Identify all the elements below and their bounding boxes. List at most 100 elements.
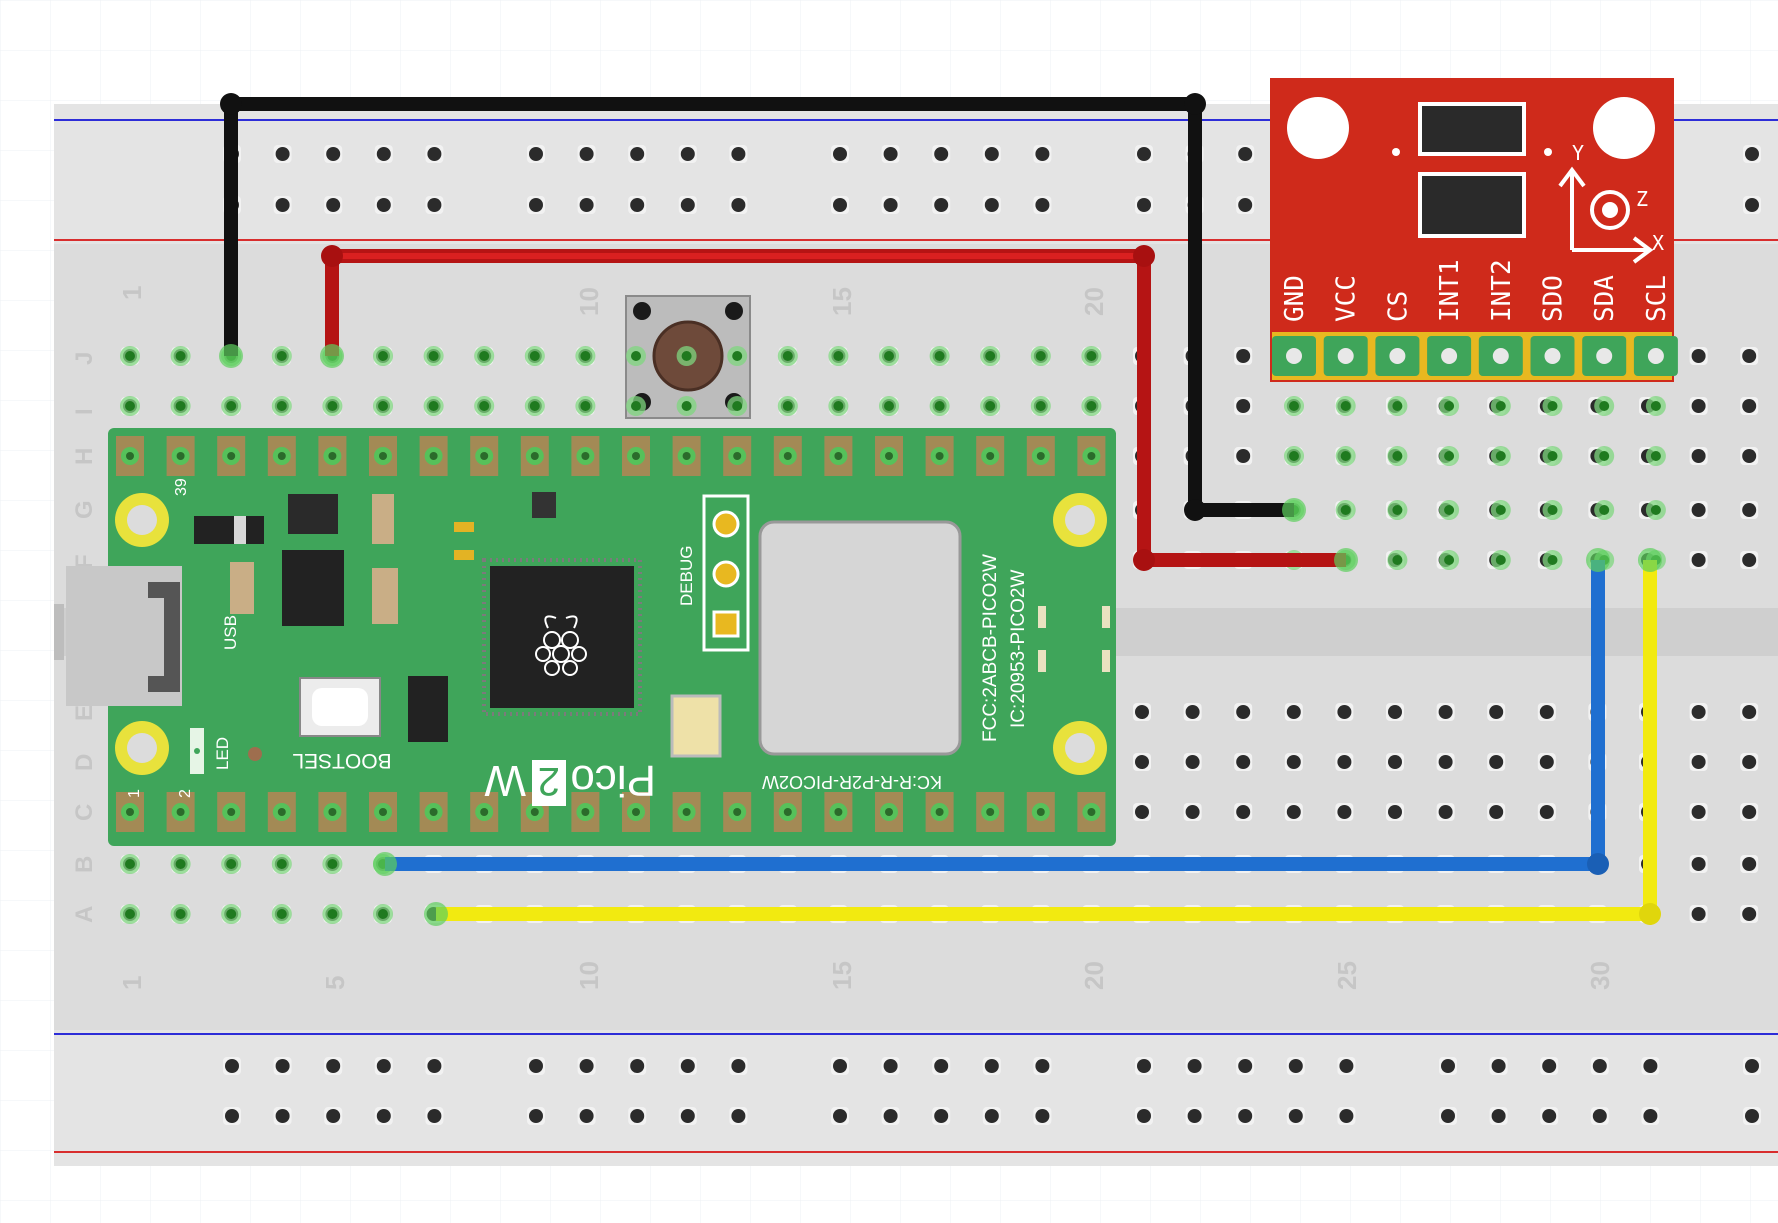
connected-hole-center [327, 909, 338, 919]
rail-hole-pin [680, 1109, 695, 1123]
component-sensor-small [532, 492, 556, 518]
connected-hole-center [985, 401, 996, 411]
test-pad [1102, 650, 1110, 672]
connected-hole-center [1086, 351, 1097, 361]
pico-pin-center [783, 808, 792, 816]
wire-bend [220, 93, 242, 115]
axis-y-label: Y [1572, 141, 1584, 165]
wire-bend [1133, 549, 1155, 571]
component-regulator [288, 494, 338, 534]
rail-hole-pin [1745, 1109, 1759, 1123]
connected-hole-center [1035, 401, 1046, 411]
breadboard-hole-pin [1691, 399, 1706, 413]
connected-hole-center [631, 351, 641, 361]
col-label-bottom-30: 30 [1585, 961, 1615, 990]
breadboard-hole-pin [1388, 705, 1402, 719]
connected-hole-center [934, 401, 945, 411]
connected-hole-center [226, 859, 237, 869]
rail-hole-pin [1542, 1059, 1557, 1073]
connected-hole-center [276, 909, 287, 919]
push-button-corner [633, 302, 651, 320]
connected-hole-center [175, 351, 186, 361]
row-label-f: F [71, 554, 98, 569]
ic-label: IC:20953-PICO2W [1008, 570, 1029, 728]
pico-pin-center [1036, 452, 1045, 460]
connected-hole-center [378, 351, 388, 361]
breadboard-hole-pin [1236, 399, 1251, 413]
connected-hole-center [1340, 451, 1351, 461]
rail-hole-pin [1238, 147, 1253, 161]
rail-hole-pin [1592, 1109, 1607, 1123]
connected-hole-center [125, 401, 135, 411]
connected-hole-center [479, 401, 490, 411]
connected-hole-center [1086, 401, 1097, 411]
pico-2w-board[interactable]: USB BOOTSEL LED 39 1 2 [66, 346, 1666, 924]
rail-hole-pin [225, 1109, 239, 1123]
pico-pin-center [885, 452, 893, 460]
breadboard-hole-pin [1489, 805, 1504, 819]
rail-hole-pin [275, 1059, 290, 1073]
wire-bend [1184, 93, 1206, 115]
rail-hole-pin [1592, 1059, 1607, 1073]
wire-end [1334, 548, 1358, 572]
pico-pin-center [783, 452, 792, 460]
col-label-bottom-5: 5 [320, 976, 350, 990]
breadboard-hole-pin [1691, 857, 1706, 871]
breadboard-hole-pin [1539, 805, 1554, 819]
wire-end [1638, 548, 1662, 572]
rail-hole-pin [630, 147, 645, 161]
breadboard-hole-pin [1539, 705, 1554, 719]
led-label: LED [213, 737, 232, 770]
rail-hole-pin [529, 198, 543, 212]
breadboard-hole-pin [1286, 805, 1301, 819]
wires[interactable] [219, 93, 1662, 926]
pico-pin-center [328, 808, 337, 816]
column-labels-top: 1 10 15 20 [117, 286, 1109, 316]
breadboard-hole-pin [1742, 399, 1757, 413]
rail-hole-pin [1491, 1059, 1506, 1073]
mount-hole-center [127, 505, 157, 535]
brand-number: 2 [538, 759, 560, 803]
component-flash [408, 676, 448, 742]
pin-2-label: 2 [177, 789, 194, 798]
pin-1-label: 1 [126, 789, 143, 798]
sensor-pin-hole [1389, 348, 1406, 364]
crystal [670, 694, 722, 758]
pico-pin-center [834, 808, 843, 816]
connected-hole-center [1444, 505, 1455, 515]
rail-hole-pin [934, 198, 949, 212]
row-label-i: I [71, 408, 98, 415]
brand-box [532, 760, 566, 806]
rail-hole-pin [376, 1059, 391, 1073]
breadboard-hole-pin [1742, 857, 1757, 871]
pico-pin-center [935, 452, 944, 460]
rail-hole-pin [376, 1109, 391, 1123]
rail-hole-pin [376, 198, 391, 212]
breadboard-hole-pin [1438, 705, 1453, 719]
connected-hole-center [1495, 401, 1506, 411]
rail-hole-pin [326, 1109, 341, 1123]
component-led-small [454, 550, 474, 560]
fcc-label: FCC:2ABCB-PICO2W [980, 554, 1001, 742]
breadboard-hole-pin [1742, 907, 1757, 921]
test-pad [1102, 606, 1110, 628]
row-label-a: A [71, 906, 98, 923]
brand-pico: Pico [570, 756, 656, 805]
rail-hole-pin [1035, 147, 1050, 161]
connected-hole-center [1547, 555, 1558, 565]
sensor-pin-hole [1544, 348, 1561, 364]
sensor-pin-label-sdo: SDO [1539, 275, 1569, 322]
rail-hole-pin [883, 1109, 898, 1123]
breadboard-hole-pin [1691, 755, 1706, 769]
bootsel-cap[interactable] [312, 688, 368, 726]
rail-hole-pin [1035, 1059, 1050, 1073]
brand-w: W [484, 756, 526, 805]
pico-pin-center [1087, 808, 1096, 816]
component-dot [248, 747, 262, 761]
rail-hole-pin [225, 1059, 239, 1073]
breadboard-hole-pin [1236, 349, 1251, 363]
